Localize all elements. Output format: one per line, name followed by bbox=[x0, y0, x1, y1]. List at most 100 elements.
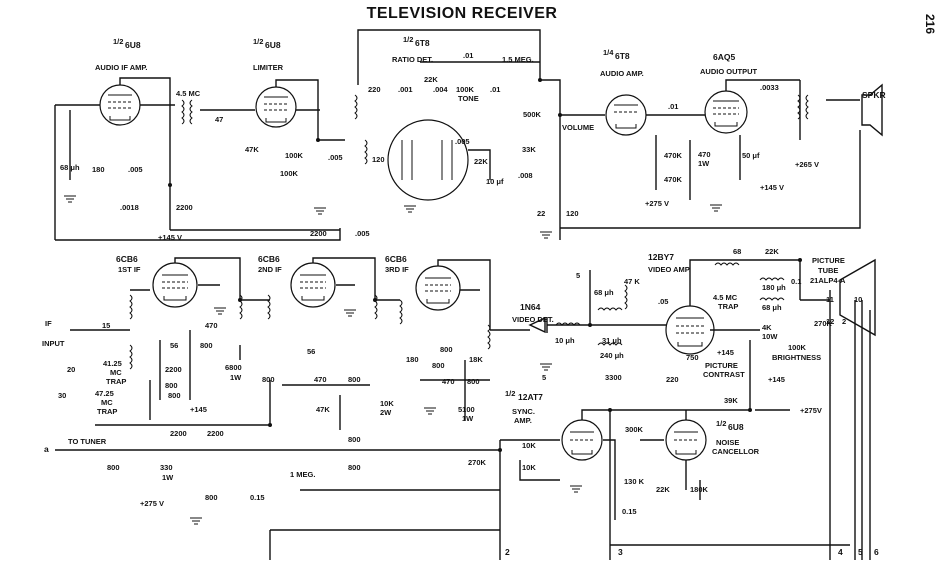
audio-comp-22: 22 bbox=[537, 209, 545, 218]
ground-symbols bbox=[64, 195, 722, 525]
audio-comp-22k-a: 22K bbox=[424, 75, 438, 84]
sync-comp-800c: 800 bbox=[348, 463, 361, 472]
audio-comp-45mc: 4.5 MC bbox=[176, 89, 201, 98]
audio-comp-01b: .01 bbox=[490, 85, 500, 94]
if-comp-800h: 800 bbox=[432, 361, 445, 370]
if-comp-20: 20 bbox=[67, 365, 75, 374]
bottom-node-5: 5 bbox=[858, 547, 863, 557]
if1-label: 1ST IF bbox=[118, 265, 141, 274]
limiter-tube-symbol bbox=[255, 86, 297, 128]
video-amp-tube-symbol bbox=[665, 305, 715, 355]
audio-out-label: AUDIO OUTPUT bbox=[700, 67, 758, 76]
noise-label: 1/2 6U8 NOISE CANCELLOR bbox=[712, 419, 760, 456]
picture-contrast-label: PICTURE CONTRAST bbox=[703, 361, 745, 379]
audio-comp-100k-tone: 100K bbox=[456, 85, 475, 94]
sync-amp-label2: AMP. bbox=[514, 416, 532, 425]
sync-comp-1meg: 1 MEG. bbox=[290, 470, 315, 479]
if-comp-470c: 470 bbox=[442, 377, 455, 386]
tube-pin-11: 11 bbox=[826, 295, 834, 304]
if3-tube-symbol bbox=[415, 265, 461, 311]
limiter-tube: 6U8 bbox=[265, 40, 281, 50]
limiter-label: LIMITER bbox=[253, 63, 284, 72]
bottom-node-4: 4 bbox=[838, 547, 843, 557]
audio-comp-01a: .01 bbox=[463, 51, 473, 60]
limiter-fraction: 1/2 bbox=[253, 37, 263, 46]
sync-comp-800a: 800 bbox=[107, 463, 120, 472]
trap-45-value: 4.5 MC bbox=[713, 293, 738, 302]
if-comp-5100-1w: 1W bbox=[462, 414, 474, 423]
supply-275-audio: +275 V bbox=[645, 199, 669, 208]
if-comp-10k-2w: 2W bbox=[380, 408, 392, 417]
if-comp-6800-1w: 1W bbox=[230, 373, 242, 382]
audio-comp-008: .008 bbox=[518, 171, 533, 180]
audio-amp-tube-symbol bbox=[605, 94, 647, 136]
bottom-node-6: 6 bbox=[874, 547, 879, 557]
sync-comp-330-1w: 1W bbox=[162, 473, 174, 482]
audio-out-tube: 6AQ5 bbox=[713, 52, 735, 62]
audio-comp-68uh: 68 μh bbox=[60, 163, 80, 172]
supply-145-audio: +145 V bbox=[158, 233, 182, 242]
page-number: 216 bbox=[923, 14, 937, 34]
audio-if-label: AUDIO IF AMP. bbox=[95, 63, 148, 72]
ratio-det-tube: 6T8 bbox=[415, 38, 430, 48]
video-det-label: VIDEO DET. bbox=[512, 315, 554, 324]
video-comp-100k: 100K bbox=[788, 343, 807, 352]
sync-tube-symbol bbox=[561, 419, 603, 461]
sync-comp-300k: 300K bbox=[625, 425, 644, 434]
ratio-det-label: RATIO DET. bbox=[392, 55, 433, 64]
audio-comp-0018: .0018 bbox=[120, 203, 139, 212]
if-comp-30: 30 bbox=[58, 391, 66, 400]
noise-tube-symbol bbox=[665, 419, 707, 461]
video-amp-label: VIDEO AMP. bbox=[648, 265, 691, 274]
trap-41-trap: TRAP bbox=[106, 377, 126, 386]
tone-label: TONE bbox=[458, 94, 479, 103]
sync-amp-label: 1/2 12AT7 SYNC. AMP. bbox=[505, 389, 543, 425]
if-comp-2200a: 2200 bbox=[165, 365, 182, 374]
sync-comp-800b: 800 bbox=[205, 493, 218, 502]
if-comp-18k: 18K bbox=[469, 355, 483, 364]
if-comp-800a: 800 bbox=[200, 341, 213, 350]
video-comp-10w: 10W bbox=[762, 332, 778, 341]
audio-comp-470: 470 bbox=[698, 150, 711, 159]
supply-265: +265 V bbox=[795, 160, 819, 169]
audio-comp-10uf: 10 μf bbox=[486, 177, 504, 186]
audio-comp-1w: 1W bbox=[698, 159, 710, 168]
audio-comp-500k: 500K bbox=[523, 110, 542, 119]
audio-amp-label: AUDIO AMP. bbox=[600, 69, 644, 78]
video-comp-10uh: 10 μh bbox=[555, 336, 575, 345]
if-comp-5100: 5100 bbox=[458, 405, 475, 414]
if-comp-800f: 800 bbox=[348, 435, 361, 444]
brightness-label: BRIGHTNESS bbox=[772, 353, 821, 362]
tube-pin-2: 2 bbox=[842, 317, 846, 326]
if-comp-10k: 10K bbox=[380, 399, 394, 408]
video-comp-39k: 39K bbox=[724, 396, 738, 405]
audio-comp-2200a: 2200 bbox=[176, 203, 193, 212]
video-comp-180uh: 180 μh bbox=[762, 283, 786, 292]
schematic-title: TELEVISION RECEIVER bbox=[367, 5, 558, 22]
video-comp-01: 0.1 bbox=[791, 277, 801, 286]
if-input-label-1: IF bbox=[45, 319, 52, 328]
to-tuner-label: TO TUNER bbox=[68, 437, 107, 446]
video-comp-68: 68 bbox=[733, 247, 741, 256]
if3-tube: 6CB6 bbox=[385, 254, 407, 264]
if-comp-2200c: 2200 bbox=[207, 429, 224, 438]
if-comp-800g: 800 bbox=[440, 345, 453, 354]
if2-tube-symbol bbox=[290, 262, 336, 308]
sync-comp-22k: 22K bbox=[656, 485, 670, 494]
video-comp-31uh: 31 μh bbox=[602, 336, 622, 345]
sync-amp-tube: 12AT7 bbox=[518, 392, 543, 402]
node-a-label: a bbox=[44, 444, 49, 454]
sync-amp-fraction: 1/2 bbox=[505, 389, 515, 398]
sync-comp-015b: 0.15 bbox=[250, 493, 265, 502]
audio-comp-004: .004 bbox=[433, 85, 448, 94]
if1-tube-symbol bbox=[152, 262, 198, 308]
trap-45-trap: TRAP bbox=[718, 302, 738, 311]
audio-out-tube-symbol bbox=[704, 90, 748, 134]
if-input-label-2: INPUT bbox=[42, 339, 65, 348]
sync-wiring bbox=[300, 340, 751, 520]
junction-dots bbox=[168, 78, 802, 452]
audio-comp-15meg: 1.5 MEG. bbox=[502, 55, 534, 64]
supply-275-tuner: +275 V bbox=[140, 499, 164, 508]
video-comp-270k: 270K bbox=[814, 319, 833, 328]
audio-comp-470k-a: 470K bbox=[664, 151, 683, 160]
